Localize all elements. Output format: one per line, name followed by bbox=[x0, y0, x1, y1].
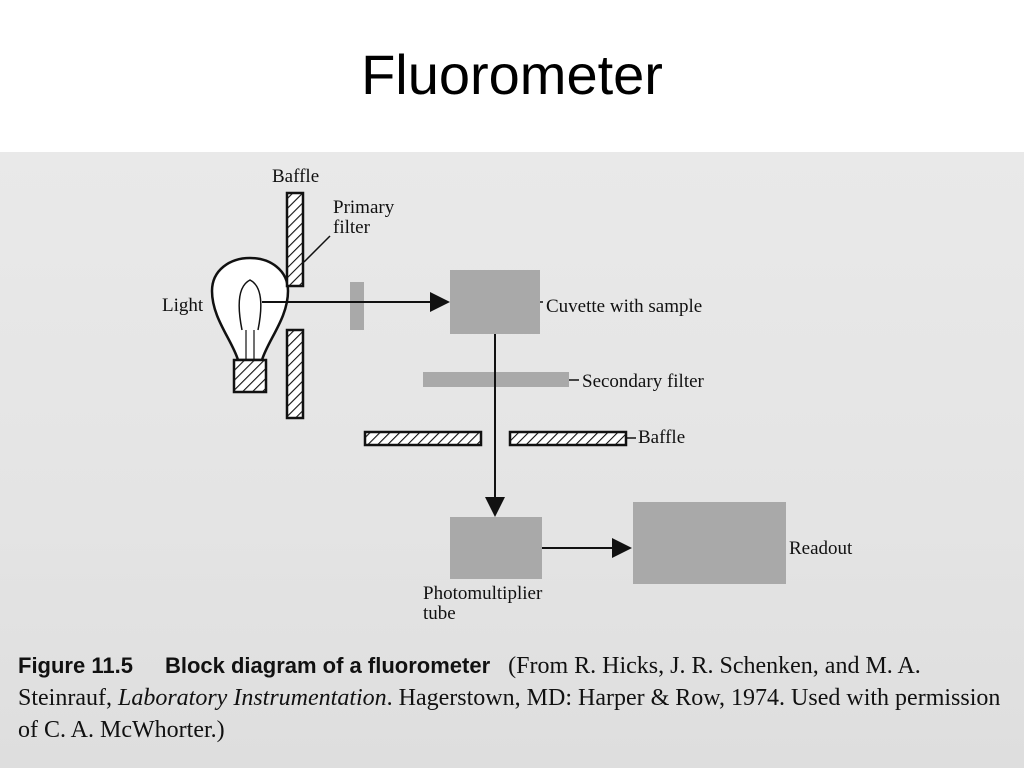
figure-label: Figure 11.5 Block diagram of a fluoromete… bbox=[18, 653, 490, 678]
label-readout: Readout bbox=[789, 538, 853, 559]
readout-block bbox=[633, 502, 786, 584]
label-secondary-filter: Secondary filter bbox=[582, 371, 704, 392]
figure-number: Figure 11.5 bbox=[18, 653, 133, 678]
figure-title: Block diagram of a fluorometer bbox=[164, 653, 491, 678]
light-bulb-icon bbox=[210, 256, 290, 394]
primary-filter-leader bbox=[303, 235, 331, 263]
scanned-page bbox=[0, 152, 1024, 768]
baffle-right-horizontal bbox=[508, 430, 628, 447]
slide-title: Fluorometer bbox=[361, 43, 663, 106]
label-light: Light bbox=[162, 295, 204, 316]
label-cuvette: Cuvette with sample bbox=[546, 296, 703, 317]
label-photomultiplier: Photomultiplier tube bbox=[423, 583, 543, 624]
baffle-upper-vertical bbox=[285, 191, 305, 288]
caption-source-suffix: . Hagerstown, MD: Harper & Row, 1974. Us… bbox=[18, 685, 1001, 743]
label-baffle-bottom: Baffle bbox=[638, 427, 686, 448]
caption-source-prefix: (From R. Hicks, J. R. Schenken, and M. A… bbox=[18, 653, 921, 711]
label-baffle-top: Baffle bbox=[272, 166, 320, 187]
cuvette-block bbox=[450, 270, 540, 334]
baffle-left-horizontal bbox=[363, 430, 483, 447]
label-primary-filter: Primary filter bbox=[333, 197, 395, 238]
primary-filter-block bbox=[350, 282, 364, 330]
baffle-lower-vertical bbox=[285, 328, 305, 420]
figure-caption: Figure 11.5 Block diagram of a fluoromete… bbox=[18, 650, 1018, 746]
photomultiplier-block bbox=[450, 517, 542, 579]
caption-book-title: Laboratory Instrumentation bbox=[117, 685, 387, 711]
